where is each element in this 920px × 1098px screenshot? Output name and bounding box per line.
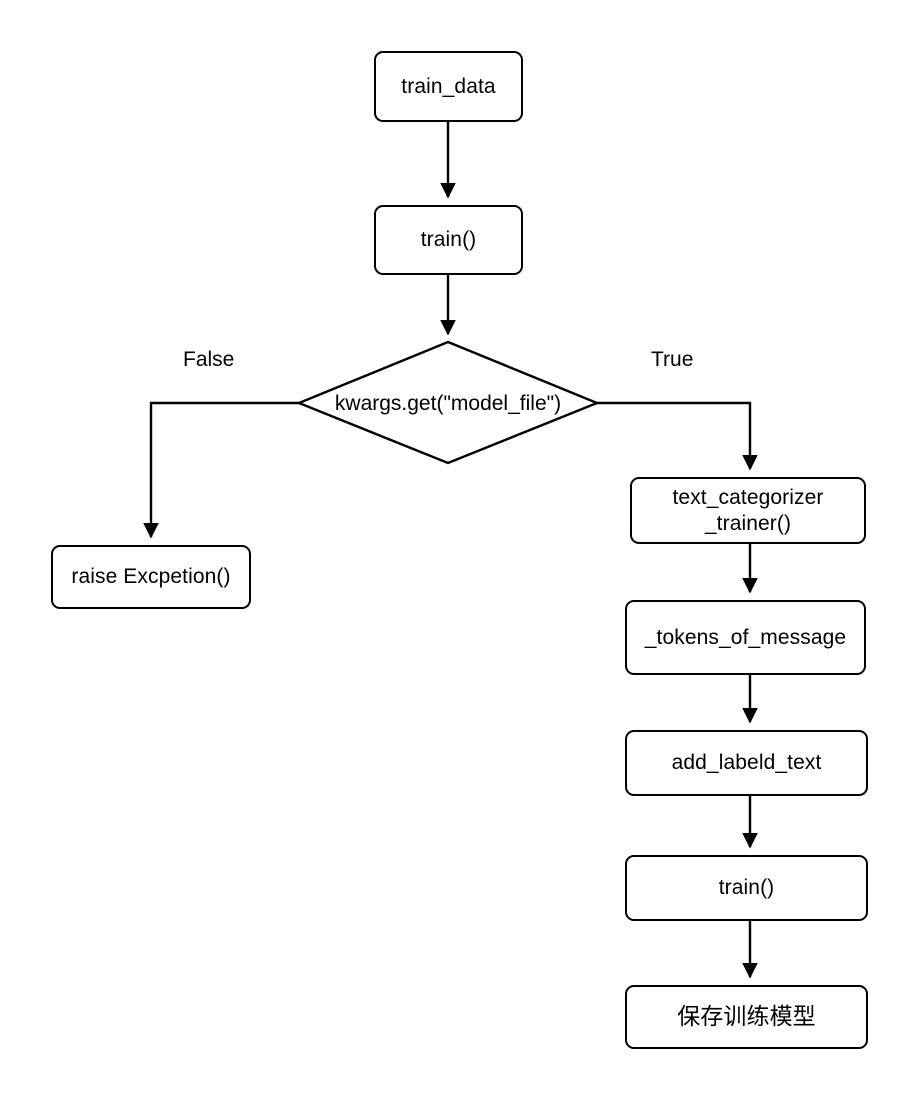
node-save-model[interactable]: 保存训练模型 <box>625 985 868 1049</box>
node-train-top[interactable]: train() <box>374 205 523 275</box>
edge-label-false: False <box>183 348 235 371</box>
decision-label: kwargs.get("model_file") <box>334 392 562 415</box>
node-text-categorizer-trainer[interactable]: text_categorizer _trainer() <box>630 477 866 544</box>
edge-decision-true-to-text-categorizer <box>597 401 758 471</box>
node-train-data[interactable]: train_data <box>374 51 523 122</box>
edge-decision-false-to-raise <box>143 401 299 539</box>
edge-label-true: True <box>651 348 694 371</box>
node-raise-exception[interactable]: raise Excpetion() <box>51 545 251 609</box>
node-tokens-of-message[interactable]: _tokens_of_message <box>625 600 866 675</box>
node-train-bottom[interactable]: train() <box>625 855 868 921</box>
node-add-labeld-text[interactable]: add_labeld_text <box>625 730 868 796</box>
